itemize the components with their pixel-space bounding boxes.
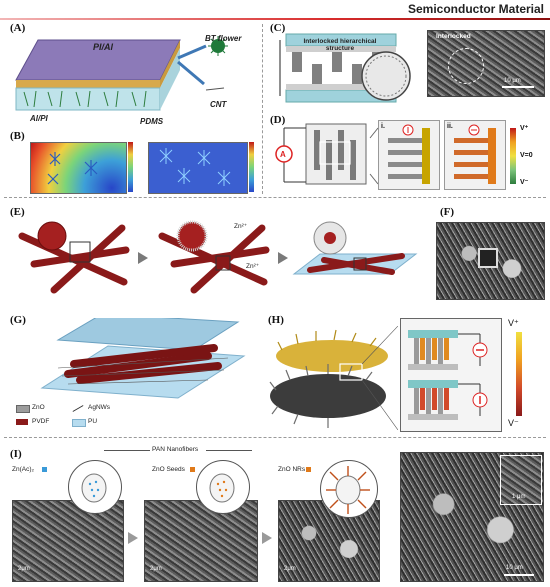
panel-h-label: (H) [268,314,284,326]
zn-ac-swatch [42,467,47,472]
pan-leader-line-2 [206,450,252,451]
legend-pvdf-swatch [16,419,28,425]
flower-overlay [47,152,98,185]
panel-e-label: (E) [10,206,25,218]
scale-i-1-label: 2μm [18,566,30,572]
fiber-stage-3 [292,221,418,275]
panel-c-label: (C) [270,22,286,34]
scale-i-3-label: 2μm [284,566,296,572]
arrow-i-1 [128,532,138,544]
scale-bar-c [502,86,534,88]
legend-pu-label: PU [88,418,98,425]
arrow-e-1 [138,252,148,264]
voltage-colorbar-d [510,128,516,184]
stress-flower-overlay [159,148,231,186]
legend-zno-label: ZnO [32,404,45,411]
sem-highlight-circle [448,48,484,84]
stress-colorbar [249,142,254,192]
v-minus-label-h: V⁻ [508,418,519,428]
sensor-layers-illustration [40,318,246,399]
panel-c-sem-image [427,30,545,97]
divider-top [4,197,546,198]
v-plus-label-h: V⁺ [508,318,519,328]
potential-field-map [30,142,127,194]
scale-c-label: 10 μm [504,78,521,84]
zno-seeds-label: ZnO Seeds [152,466,185,473]
panel-a-label: (A) [10,22,26,34]
panel-g-label: (G) [10,314,26,326]
sem-step-1 [12,500,124,582]
pan-nanofibers-label: PAN Nanofibers [152,446,199,453]
panel-a-device-illustration [15,36,228,111]
pdms-label: PDMS [140,117,164,126]
scale-bar-i-4 [504,574,534,576]
panel-f-label: (F) [440,206,455,218]
bt-flower-label: BT flower [205,34,242,43]
state-i-label: i. [381,123,385,130]
panel-h-zoom-illustration [408,330,488,420]
divider-bottom [4,437,546,438]
zn-ion-label-1: Zn²⁺ [234,223,248,230]
zno-seeds-swatch [190,467,195,472]
state-i-illustration [388,124,430,184]
ammeter-label: A [280,150,286,159]
fiber-zoom-detail-3 [326,466,370,514]
panel-b-label: (B) [10,130,25,142]
v-zero-label-d: V=0 [520,152,533,159]
v-plus-label-d: V⁺ [520,125,529,132]
state-ii-label: ii. [447,123,453,130]
figure-title: Semiconductor Material [407,2,544,16]
sem-interlocked-label: Interlocked [436,33,471,40]
interlocked-structure-illustration [279,33,411,103]
legend-agnws-label: AgNWs [88,404,111,411]
scale-inset-label: 1 μm [512,494,526,500]
sem-f-fiber-core [478,248,498,268]
fiber-zoom-detail-2 [209,473,235,503]
legend-pu-swatch [72,419,86,427]
cnt-label: CNT [210,100,227,109]
panel-d-label: (D) [270,114,286,126]
circuit-illustration [275,123,378,185]
legend-zno-swatch [16,405,30,413]
scale-i-2-label: 2μm [150,566,162,572]
sem-step-2 [144,500,258,582]
voltage-colorbar-h [516,332,522,416]
legend-pvdf-label: PVDF [32,418,50,425]
fiber-zoom-detail-1 [81,473,107,503]
arrow-e-2 [278,252,288,264]
nanorod-fibers-illustration [269,326,398,430]
zn-ac-label: Zn(Ac)₂ [12,466,35,473]
zno-nrs-swatch [306,467,311,472]
pan-leader-line-1 [104,450,150,451]
fiber-stage-2 [158,220,270,294]
zno-nrs-label: ZnO NRs [278,466,306,473]
header-accent-line [0,18,550,20]
divider-vertical [262,24,263,194]
structure-label: Interlocked hierarchical structure [303,38,377,52]
sem-final-inset [500,455,542,505]
fiber-stage-1 [18,221,130,294]
legend-agnws-swatch [72,405,84,412]
panel-i-label: (I) [10,448,22,460]
stress-field-map [148,142,248,194]
potential-colorbar [128,142,133,192]
layer-top-label: PI/Al [93,42,114,52]
v-minus-label-d: V⁻ [520,179,529,186]
scale-i-4-label: 10 μm [506,565,523,571]
arrow-i-2 [262,532,272,544]
zn-ion-label-2: Zn²⁺ [246,263,260,270]
layer-bottom-label: Al/PI [30,114,48,123]
state-ii-illustration [454,124,496,184]
